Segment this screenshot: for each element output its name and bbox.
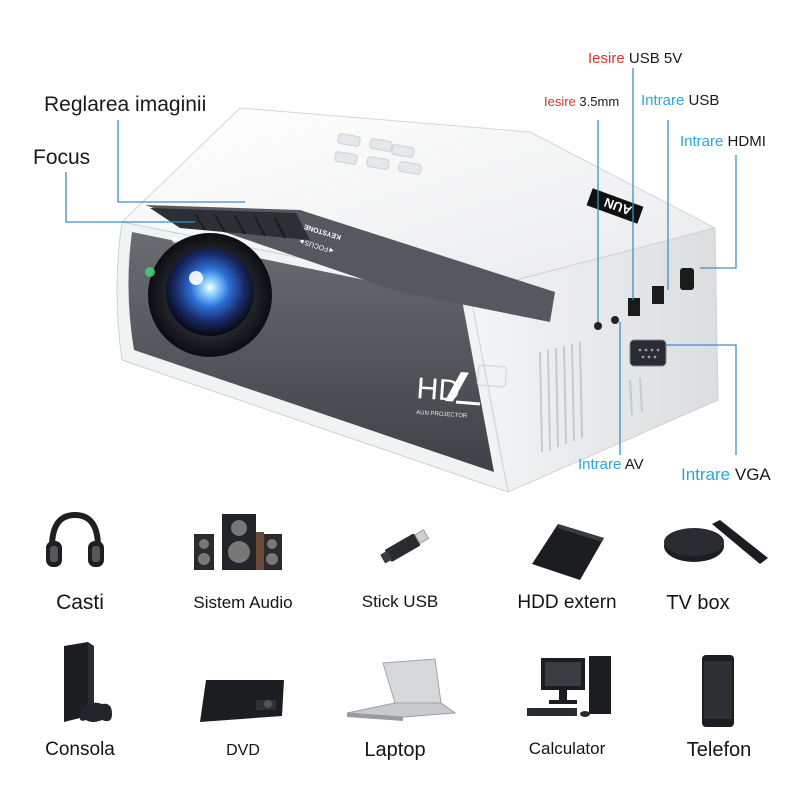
callout-vga-in: Intrare VGA (681, 465, 771, 484)
callout-image-adjust: Reglarea imaginii (44, 93, 207, 116)
focus-keystone-strip (145, 205, 555, 322)
brand-subtitle: AUN PROJECTOR (416, 410, 468, 420)
desktop-computer-icon (527, 656, 611, 717)
projector-illustration: HD AUN PROJECTOR KEYSTONE ◄FOCUS► AUN (65, 68, 737, 493)
callout-audio-out: Iesire 3.5mm (544, 94, 620, 109)
tv-box-icon (664, 520, 768, 564)
callout-av-in: Intrare AV (578, 456, 644, 473)
device-label: Consola (45, 739, 115, 760)
external-hdd-icon (532, 524, 604, 580)
callout-usb-in: Intrare USB (641, 92, 720, 109)
device-label: HDD extern (517, 592, 617, 613)
smartphone-icon (702, 655, 734, 727)
device-label: Sistem Audio (193, 593, 293, 612)
aun-badge (586, 188, 644, 224)
device-label: Laptop (364, 739, 426, 761)
device-label: Stick USB (361, 592, 439, 611)
device-label: Casti (56, 591, 104, 614)
dvd-player-icon (200, 680, 284, 722)
game-console-icon (64, 642, 112, 722)
ir-sensor (476, 364, 508, 388)
side-ports (594, 268, 694, 367)
device-label: Telefon (686, 739, 752, 761)
device-label: TV box (666, 592, 730, 614)
device-label: DVD (226, 742, 260, 759)
callout-lines (65, 68, 737, 455)
lens-glass (166, 248, 254, 336)
laptop-icon (346, 658, 457, 721)
callout-hdmi-in: Intrare HDMI (680, 133, 766, 150)
callout-focus: Focus (33, 146, 91, 169)
speaker-system-icon (194, 514, 282, 570)
callout-usb5v: Iesire USB 5V (588, 50, 683, 67)
usb-stick-icon (380, 529, 430, 564)
device-label: Calculator (528, 739, 606, 758)
headphones-icon (46, 511, 104, 567)
